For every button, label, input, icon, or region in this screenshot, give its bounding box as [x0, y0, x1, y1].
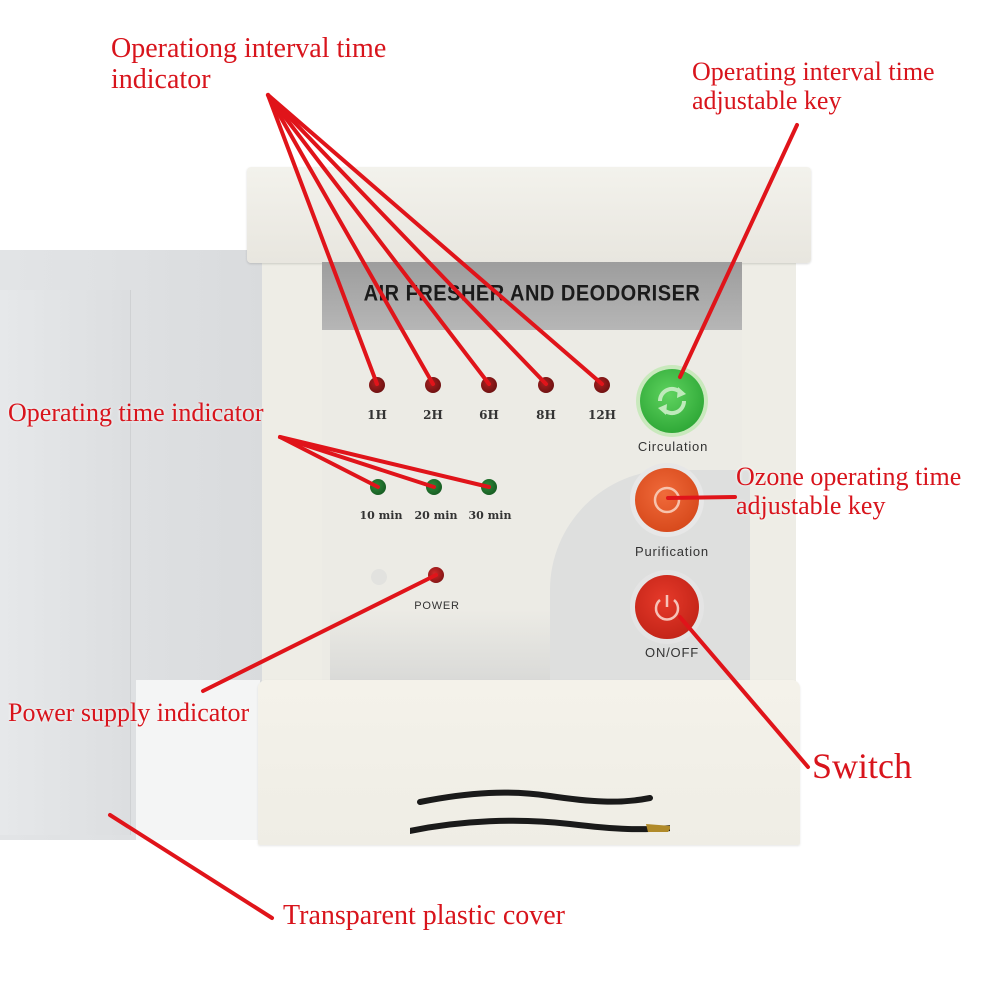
- circulation-button[interactable]: [640, 369, 704, 433]
- power-label: POWER: [414, 600, 460, 612]
- cover-fold: [0, 290, 131, 835]
- led-label-2h: 2H: [423, 408, 443, 422]
- led-unlit: [371, 569, 387, 585]
- power-icon: [654, 595, 680, 621]
- annotation-interval-indicator: Operationg interval time indicator: [111, 33, 387, 96]
- led-1h: [369, 377, 385, 393]
- circulation-label: Circulation: [637, 439, 709, 454]
- led-label-6h: 6H: [479, 408, 499, 422]
- annotation-switch: Switch: [812, 746, 913, 786]
- purification-button[interactable]: [635, 468, 699, 532]
- led-2h: [425, 377, 441, 393]
- onoff-label: ON/OFF: [645, 645, 699, 660]
- ring-icon: [653, 486, 681, 514]
- annotation-interval-key: Operating interval time adjustable key: [692, 57, 935, 116]
- led-label-10min: 10 min: [359, 509, 403, 522]
- onoff-button[interactable]: [635, 575, 699, 639]
- vent-slot-lower: [410, 817, 670, 835]
- brand-label: AIR FRESHER AND DEODORISER: [363, 281, 701, 307]
- air-vents: [410, 789, 670, 835]
- led-12h: [594, 377, 610, 393]
- led-label-20min: 20 min: [414, 509, 458, 522]
- led-30min: [481, 479, 497, 495]
- vent-slot-upper: [417, 789, 653, 805]
- annotation-ozone-key: Ozone operating time adjustable key: [736, 462, 962, 521]
- annotation-time-indicator: Operating time indicator: [8, 398, 264, 427]
- led-label-8h: 8H: [536, 408, 556, 422]
- led-label-12h: 12H: [587, 408, 617, 422]
- power-led: [428, 567, 444, 583]
- annotation-power-indicator: Power supply indicator: [8, 698, 250, 727]
- circular-arrows-icon: [657, 386, 687, 416]
- led-6h: [481, 377, 497, 393]
- led-8h: [538, 377, 554, 393]
- led-10min: [370, 479, 386, 495]
- led-20min: [426, 479, 442, 495]
- annotation-cover: Transparent plastic cover: [283, 900, 565, 931]
- device-top-cap: [247, 167, 811, 263]
- led-label-1h: 1H: [367, 408, 387, 422]
- purification-label: Purification: [635, 544, 709, 559]
- led-label-30min: 30 min: [468, 509, 512, 522]
